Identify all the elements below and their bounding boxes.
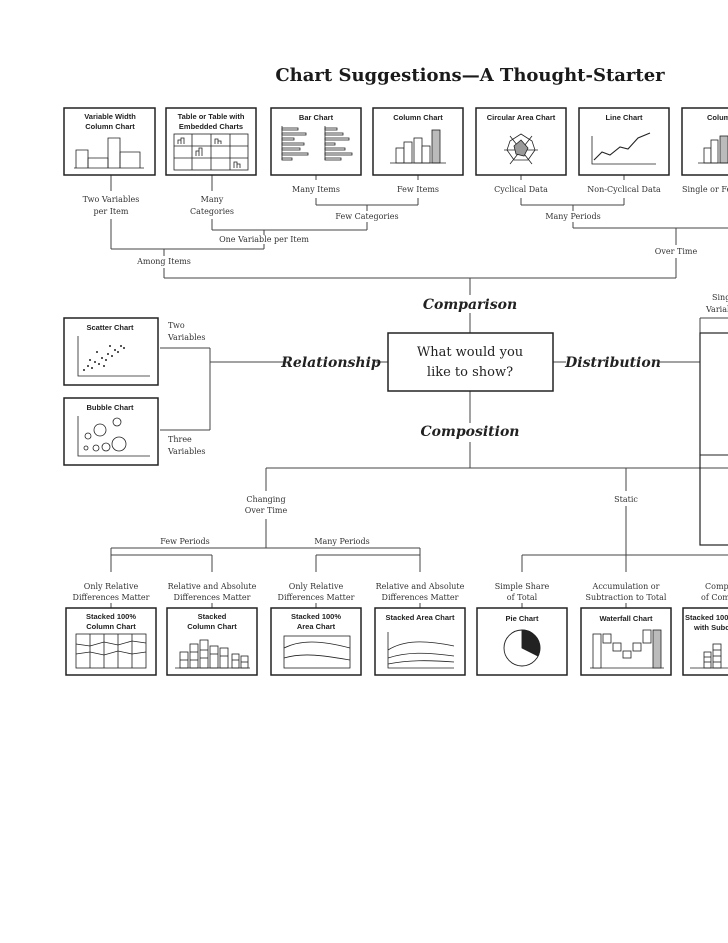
label-accumulation-1: Accumulation or [592, 582, 660, 591]
chart-box-variable-width-column: Variable Width Column Chart [63, 107, 156, 176]
category-comparison: Comparison [423, 297, 517, 313]
page-title: Chart Suggestions—A Thought-Starter [275, 65, 665, 86]
label-two-variables-1: Two [168, 321, 185, 330]
label-two-variables-per-item-2: per Item [94, 207, 129, 216]
chart-title-line2: Column Chart [85, 122, 135, 131]
label-single-or-few: Single or Fe [682, 185, 728, 194]
label-rel-abs-1a: Relative and Absolute [168, 582, 257, 591]
chart-title: Bar Chart [299, 113, 334, 122]
category-distribution: Distribution [564, 355, 661, 371]
label-comp-partial-2: of Com [701, 593, 728, 602]
chart-title-line1: Stacked 100% [86, 612, 136, 621]
label-one-variable-per-item: One Variable per Item [219, 235, 309, 244]
chart-box-bubble: Bubble Chart [63, 397, 159, 466]
label-static: Static [614, 495, 638, 504]
chart-box-column-partial: Colum [681, 107, 728, 176]
label-many-categories-2: Categories [190, 207, 234, 216]
label-three-variables-2: Variables [167, 447, 205, 456]
label-simple-share-2: of Total [507, 593, 538, 602]
label-only-relative-2b: Differences Matter [278, 593, 355, 602]
label-among-items: Among Items [136, 257, 191, 266]
label-three-variables-1: Three [168, 435, 192, 444]
chart-title: Circular Area Chart [487, 113, 556, 122]
chart-title: Scatter Chart [86, 323, 134, 332]
label-rel-abs-2a: Relative and Absolute [376, 582, 465, 591]
chart-title: Line Chart [605, 113, 643, 122]
chart-box-column: Column Chart [372, 107, 464, 176]
label-simple-share-1: Simple Share [495, 582, 550, 591]
label-comp-partial-1: Comp [705, 582, 728, 591]
question-line2: like to show? [427, 365, 513, 380]
chart-box-line: Line Chart [578, 107, 670, 176]
chart-box-bar: Bar Chart [270, 107, 362, 176]
label-many-items: Many Items [292, 185, 340, 194]
label-many-periods-top: Many Periods [545, 212, 600, 221]
chart-title: Colum [707, 113, 728, 122]
chart-title-line2: with Subco [693, 623, 728, 632]
label-only-relative-1a: Only Relative [84, 582, 139, 591]
chart-box-waterfall: Waterfall Chart [580, 607, 672, 676]
chart-box-stacked-column: Stacked Column Chart [166, 607, 258, 676]
chart-box-stacked-area: Stacked Area Chart [374, 607, 466, 676]
chart-box-circular-area: Circular Area Chart [475, 107, 567, 176]
label-only-relative-2a: Only Relative [289, 582, 344, 591]
distribution-column-box-partial [699, 332, 728, 546]
chart-title-line2: Column Chart [86, 622, 136, 631]
category-relationship: Relationship [280, 355, 381, 371]
label-accumulation-2: Subtraction to Total [586, 593, 667, 602]
label-many-categories-1: Many [201, 195, 224, 204]
chart-title: Pie Chart [506, 614, 539, 623]
chart-title-line1: Variable Width [84, 112, 136, 121]
label-only-relative-1b: Differences Matter [73, 593, 150, 602]
label-few-items: Few Items [397, 185, 439, 194]
label-few-periods: Few Periods [160, 537, 209, 546]
label-rel-abs-2b: Differences Matter [382, 593, 459, 602]
chart-title-line1: Table or Table with [178, 112, 245, 121]
label-changing-over-time-2: Over Time [245, 506, 288, 515]
chart-box-stacked100-column: Stacked 100% Column Chart [65, 607, 157, 676]
chart-title-line2: Area Chart [297, 622, 336, 631]
chart-title-line1: Stacked 100% [291, 612, 341, 621]
label-non-cyclical-data: Non-Cyclical Data [587, 185, 661, 194]
chart-title-line1: Stacked 100% [685, 613, 728, 622]
chart-title: Stacked Area Chart [386, 613, 455, 622]
label-single-partial: Sing [712, 293, 728, 302]
chart-title-line2: Embedded Charts [179, 122, 243, 131]
chart-title-line2: Column Chart [187, 622, 237, 631]
label-two-variables-2: Variables [167, 333, 205, 342]
chart-box-stacked100-area: Stacked 100% Area Chart [270, 607, 362, 676]
chart-box-table-embedded: Table or Table with Embedded Charts [165, 107, 257, 176]
label-rel-abs-1b: Differences Matter [174, 593, 251, 602]
category-composition: Composition [421, 424, 520, 440]
chart-title: Column Chart [393, 113, 443, 122]
label-changing-over-time-1: Changing [246, 495, 285, 504]
chart-title-line1: Stacked [198, 612, 227, 621]
chart-box-scatter: Scatter Chart [63, 317, 159, 386]
chart-box-pie: Pie Chart [476, 607, 568, 676]
question-line1: What would you [417, 345, 523, 360]
label-over-time: Over Time [655, 247, 698, 256]
chart-box-stacked100-subcomponents-partial: Stacked 100% with Subco [682, 607, 728, 676]
label-two-variables-per-item-1: Two Variables [83, 195, 140, 204]
label-few-categories: Few Categories [335, 212, 398, 221]
question-box: What would you like to show? [387, 332, 554, 392]
label-many-periods: Many Periods [314, 537, 369, 546]
chart-title: Waterfall Chart [599, 614, 653, 623]
chart-title: Bubble Chart [86, 403, 134, 412]
label-cyclical-data: Cyclical Data [494, 185, 548, 194]
label-variable-partial: Variab [705, 305, 728, 314]
